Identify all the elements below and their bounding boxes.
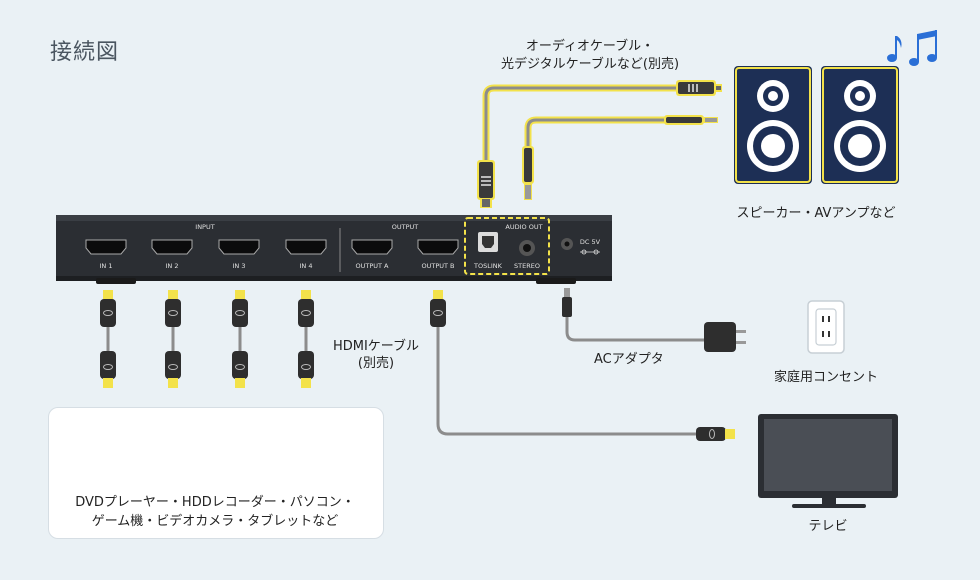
input-header-text: INPUT [195,223,214,231]
hdmi-cable-label-line1: HDMIケーブル [332,339,420,354]
page-title: 接続図 [50,40,120,65]
wall-outlet-icon [807,300,845,354]
stereo-plug-right [664,115,718,125]
ac-adapter [562,288,746,352]
audio-out-header-text: AUDIO OUT [505,223,542,231]
stereo-plug-down [522,146,534,200]
optical-plug-down [477,160,495,208]
port-label-in4: IN 4 [300,262,313,270]
source-devices-panel [48,407,384,539]
source-devices-label: DVDプレーヤー・HDDレコーダー・パソコン・ ゲーム機・ビデオカメラ・タブレッ… [48,493,382,531]
music-note-icon [887,30,937,66]
audio-cable-label-line2: 光デジタルケーブルなど(別売) [500,57,680,72]
output-header-text: OUTPUT [392,223,419,231]
port-label-output-a: OUTPUT A [355,262,389,270]
speakers-label: スピーカー・AVアンプなど [736,206,896,221]
port-label-in1: IN 1 [100,262,113,270]
hdmi-cable-label-line2: (別売) [357,356,395,371]
audio-cable-label: オーディオケーブル・ 光デジタルケーブルなど(別売) [480,38,700,74]
input-hdmi-cable-1 [100,290,116,388]
input-hdmi-cable-3 [232,290,248,388]
speaker-left-icon [734,66,812,184]
input-hdmi-cable-2 [165,290,181,388]
toslink-label: TOSLINK [473,262,503,270]
tv-icon [758,414,898,508]
input-hdmi-cables [100,290,314,388]
dc-polarity-icon [580,249,600,255]
optical-plug-right [676,80,722,96]
audio-cables [482,84,682,169]
input-hdmi-cable-4 [298,290,314,388]
hdmi-cable-label: HDMIケーブル (別売) [316,338,436,372]
ac-adapter-label: ACアダプタ [594,352,664,367]
audio-cable-label-line1: オーディオケーブル・ [525,39,655,54]
stereo-label: STEREO [514,262,540,270]
output-hdmi-cable [430,290,735,441]
tv-label: テレビ [808,519,848,534]
port-label-in2: IN 2 [166,262,179,270]
source-devices-label-line1: DVDプレーヤー・HDDレコーダー・パソコン・ [75,495,355,510]
port-label-in3: IN 3 [233,262,246,270]
port-label-output-b: OUTPUT B [421,262,454,270]
hdmi-switcher [56,215,612,284]
speaker-right-icon [821,66,899,184]
outlet-label: 家庭用コンセント [773,370,878,385]
source-devices-label-line2: ゲーム機・ビデオカメラ・タブレットなど [91,514,339,529]
dc-label: DC 5V [580,238,601,246]
